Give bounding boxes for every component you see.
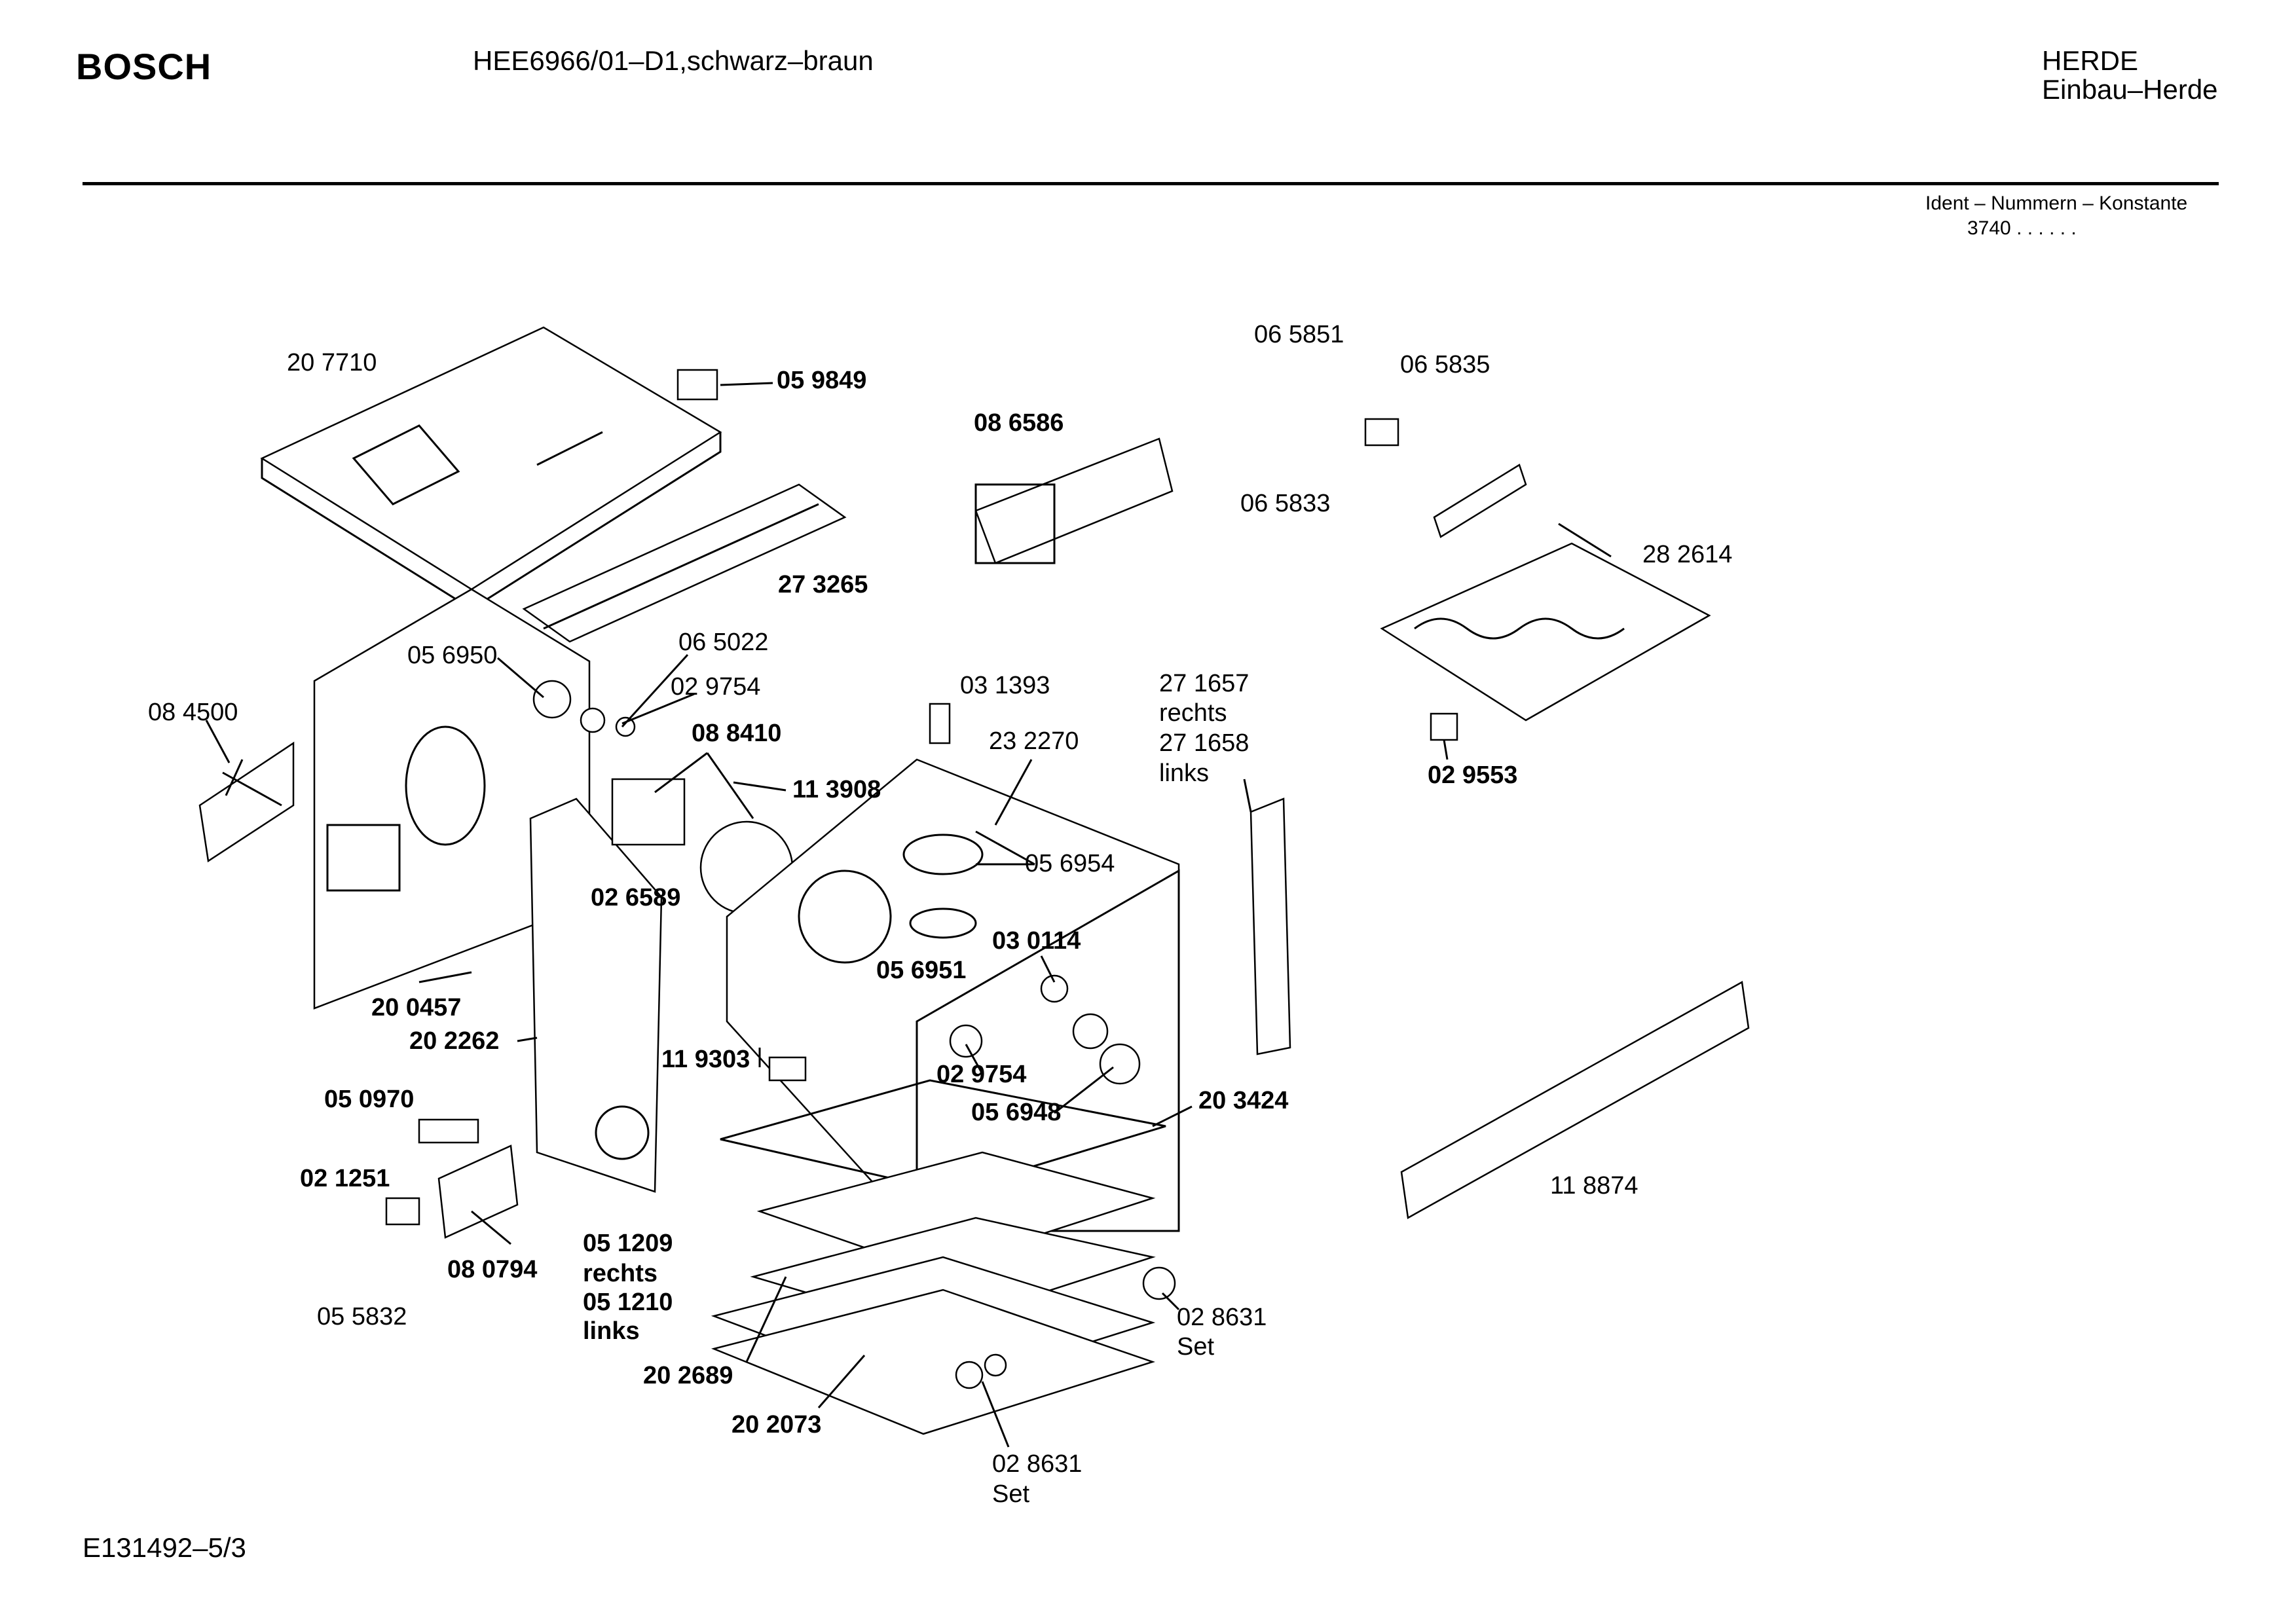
- part-label-088410: 08 8410: [692, 720, 782, 747]
- small-parts: [385, 369, 1458, 1389]
- header-divider: [83, 182, 2219, 185]
- part-label-113908: 11 3908: [792, 776, 881, 803]
- vent-grille: [198, 741, 295, 863]
- part-label-056951: 05 6951: [876, 957, 967, 984]
- part-label-282614: 28 2614: [1642, 541, 1733, 568]
- part-label-051209: 05 1209: [583, 1230, 673, 1257]
- part-label-059849: 05 9849: [777, 367, 867, 394]
- category-label: HERDE: [2042, 45, 2139, 76]
- part-label-056950: 05 6950: [407, 642, 498, 669]
- top-heating-element: [1380, 464, 1711, 722]
- part-label-202689: 20 2689: [643, 1362, 733, 1389]
- brand-logo: BOSCH: [76, 46, 212, 87]
- left-side-panel: [313, 588, 591, 1010]
- part-label-273265: 27 3265: [778, 571, 868, 598]
- part-label-271657: 27 1657: [1159, 670, 1250, 697]
- tangential-fan: [974, 437, 1174, 564]
- ident-label: Ident – Nummern – Konstante: [1925, 192, 2188, 214]
- document-number: E131492–5/3: [83, 1532, 246, 1563]
- part-label-086586: 08 6586: [974, 409, 1064, 437]
- part-label-055832: 05 5832: [317, 1303, 407, 1330]
- part-label-271658: 27 1658: [1159, 729, 1250, 757]
- part-label-065833: 06 5833: [1240, 490, 1331, 517]
- part-label-028631-bottom: 02 8631: [992, 1450, 1083, 1478]
- part-label-030114: 03 0114: [992, 927, 1081, 955]
- oven-cavity: [726, 758, 1180, 1232]
- part-label-084500: 08 4500: [148, 699, 238, 726]
- part-label-031393: 03 1393: [960, 672, 1050, 699]
- control-module: [437, 1145, 519, 1239]
- rear-cover-channel: [522, 483, 847, 643]
- part-label-051210: 05 1210: [583, 1289, 673, 1316]
- part-label-203424: 20 3424: [1198, 1087, 1289, 1114]
- part-label-119303: 11 9303: [661, 1046, 750, 1073]
- side-rail: [1250, 797, 1291, 1055]
- part-label-rechts: rechts: [1159, 699, 1227, 727]
- part-label-202262: 20 2262: [409, 1027, 500, 1055]
- part-label-080794: 08 0794: [447, 1256, 538, 1283]
- subcategory-label: Einbau–Herde: [2042, 74, 2218, 105]
- leader-lines: [205, 382, 1612, 1448]
- part-label-links-2: links: [583, 1317, 640, 1345]
- door-seal-frame: [720, 1079, 1166, 1193]
- part-label-065851: 06 5851: [1254, 321, 1344, 348]
- part-label-021251: 02 1251: [300, 1165, 390, 1192]
- part-label-200457: 20 0457: [371, 994, 462, 1021]
- part-label-056948: 05 6948: [971, 1099, 1062, 1126]
- part-label-232270: 23 2270: [989, 727, 1079, 755]
- part-label-118874: 11 8874: [1550, 1172, 1639, 1200]
- part-label-028631-top: 02 8631: [1177, 1304, 1267, 1331]
- inner-side-panel: [529, 797, 663, 1193]
- part-label-207710: 20 7710: [287, 349, 377, 376]
- part-label-026589: 02 6589: [591, 884, 681, 911]
- bottom-trays: [711, 1151, 1156, 1435]
- part-label-202073: 20 2073: [731, 1411, 822, 1438]
- part-label-links: links: [1159, 760, 1210, 787]
- ident-value: 3740 . . . . . .: [1967, 217, 2077, 239]
- part-label-065835: 06 5835: [1400, 351, 1491, 378]
- bottom-trim: [1400, 981, 1750, 1219]
- part-label-050970: 05 0970: [324, 1086, 415, 1113]
- part-label-065022: 06 5022: [678, 629, 769, 656]
- top-cover-plate: [260, 326, 722, 610]
- model-title: HEE6966/01–D1,schwarz–braun: [473, 45, 874, 76]
- part-label-rechts-2: rechts: [583, 1260, 658, 1287]
- part-label-set-top: Set: [1177, 1333, 1215, 1361]
- part-label-029754-top: 02 9754: [671, 673, 761, 701]
- part-label-056954: 05 6954: [1025, 850, 1115, 877]
- part-label-029754-bottom: 02 9754: [936, 1061, 1027, 1088]
- part-label-set-bottom: Set: [992, 1480, 1030, 1508]
- part-label-029553: 02 9553: [1428, 761, 1518, 789]
